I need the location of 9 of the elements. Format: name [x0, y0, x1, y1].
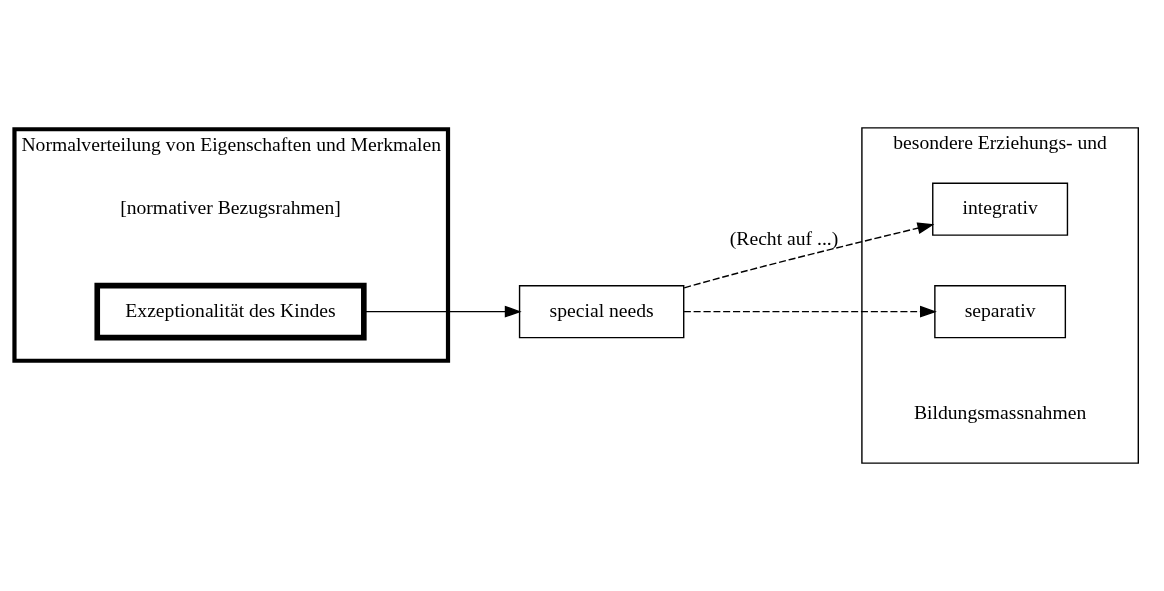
arrow	[363, 305, 522, 318]
node-box: integrativ	[932, 182, 1069, 236]
arrow	[683, 222, 935, 289]
edge-label: (Recht auf ...)	[729, 226, 839, 249]
node-box: special needs	[518, 285, 685, 339]
node-box: separativ	[934, 285, 1067, 339]
node-box: Exzeptionalität des Kindes	[94, 282, 367, 341]
node-label: [normativer Bezugsrahmen]	[120, 196, 341, 219]
arrow	[683, 305, 937, 318]
